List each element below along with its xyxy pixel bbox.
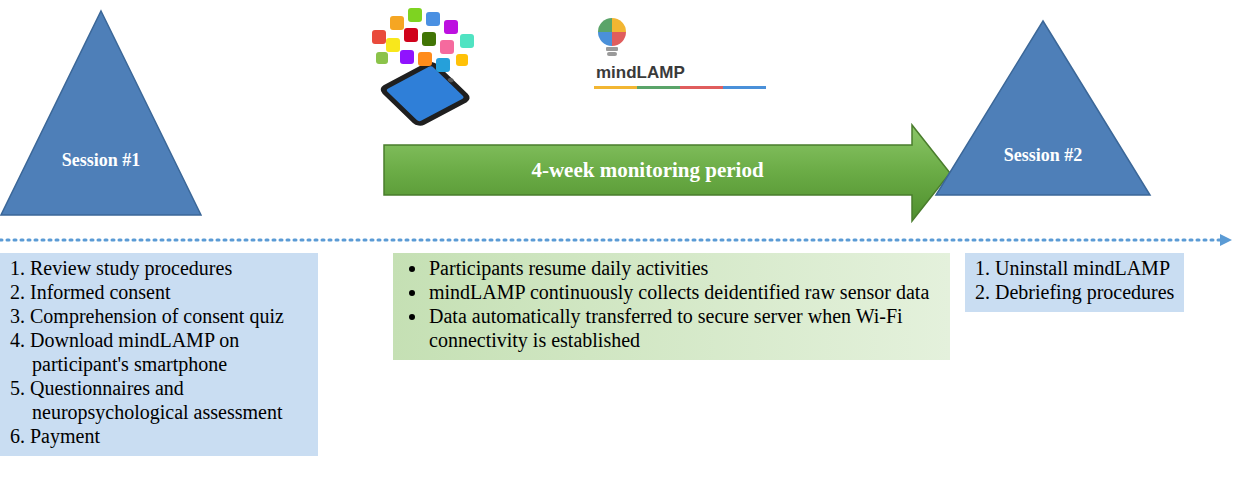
list-item: 6. Payment bbox=[10, 424, 308, 448]
bullet-text: Participants resume daily activities bbox=[429, 256, 708, 280]
list-item: 3. Comprehension of consent quiz bbox=[10, 304, 308, 328]
text-group: 4-week monitoring period bbox=[383, 145, 912, 195]
app-icon bbox=[390, 16, 404, 30]
bulb-quadrant bbox=[598, 32, 612, 46]
session-triangle: Session #2 bbox=[935, 20, 1151, 196]
bullet-text: Data automatically transferred to secure… bbox=[429, 304, 940, 352]
node-outline bbox=[935, 20, 1151, 196]
app-icon bbox=[440, 40, 454, 54]
app-icon bbox=[456, 54, 468, 66]
bulb-base bbox=[607, 52, 617, 56]
arrowhead bbox=[1220, 234, 1232, 246]
dotted-line bbox=[0, 239, 1222, 242]
app-icon bbox=[404, 28, 418, 42]
arrow-shape bbox=[384, 125, 950, 221]
list-item: 1. Uninstall mindLAMP bbox=[975, 256, 1174, 280]
list-item: 2. Informed consent bbox=[10, 280, 308, 304]
text-group: Session #2 bbox=[935, 144, 1151, 166]
triangle-shape bbox=[936, 21, 1150, 195]
app-icon bbox=[408, 8, 422, 22]
logo-underline bbox=[637, 86, 680, 89]
logo-text: mindLAMP bbox=[596, 63, 685, 83]
bullet-item: mindLAMP continuously collects deidentif… bbox=[405, 280, 940, 304]
session-label: Session #1 bbox=[0, 149, 202, 171]
phone-body bbox=[377, 59, 473, 128]
text-group: Participants resume daily activitiesmind… bbox=[405, 256, 940, 352]
text-group: 1. Uninstall mindLAMP2. Debriefing proce… bbox=[975, 256, 1174, 304]
bullet-text: mindLAMP continuously collects deidentif… bbox=[429, 280, 929, 304]
app-icon bbox=[400, 50, 414, 64]
bullet-item: Data automatically transferred to secure… bbox=[405, 304, 940, 352]
bulb-quadrant bbox=[612, 32, 626, 46]
mindlamp-logo bbox=[594, 18, 766, 89]
phone-case bbox=[377, 59, 473, 128]
logo-underline bbox=[680, 86, 723, 89]
bulb-base bbox=[606, 47, 618, 51]
monitoring-notes-box: Participants resume daily activitiesmind… bbox=[393, 253, 950, 360]
bullet-dot bbox=[409, 266, 415, 272]
bulb-quadrant bbox=[598, 18, 612, 32]
phone-screen bbox=[386, 65, 465, 122]
procedure-list-box: 1. Review study procedures2. Informed co… bbox=[0, 253, 318, 456]
bullet-dot bbox=[409, 290, 415, 296]
app-icon bbox=[372, 30, 386, 44]
bullet-item: Participants resume daily activities bbox=[405, 256, 940, 280]
list-item: 2. Debriefing procedures bbox=[975, 280, 1174, 304]
logo-underline bbox=[723, 86, 766, 89]
session-triangle: Session #1 bbox=[0, 10, 202, 216]
app-icon bbox=[418, 52, 432, 66]
app-icon bbox=[444, 20, 458, 34]
smartphone-illustration bbox=[372, 8, 474, 128]
bullet-dot bbox=[409, 314, 415, 320]
logo-underline bbox=[594, 86, 637, 89]
app-icon bbox=[460, 34, 474, 48]
app-icon bbox=[426, 12, 440, 26]
text-group: 1. Review study procedures2. Informed co… bbox=[10, 256, 308, 448]
app-icons bbox=[372, 8, 474, 72]
session-label: 4-week monitoring period bbox=[531, 157, 763, 183]
triangle-shape bbox=[1, 11, 201, 215]
phone-button bbox=[447, 77, 455, 83]
app-icon bbox=[376, 52, 388, 64]
list-item: 5. Questionnaires and neuropsychological… bbox=[10, 376, 308, 424]
bulb-quadrant bbox=[612, 18, 626, 32]
app-icon bbox=[386, 38, 400, 52]
app-icon bbox=[422, 32, 436, 46]
session-label: Session #2 bbox=[935, 144, 1151, 166]
timeline-dotted-arrow bbox=[0, 234, 1232, 246]
text-group: Session #1 bbox=[0, 149, 202, 171]
list-item: 4. Download mindLAMP on participant's sm… bbox=[10, 328, 308, 376]
list-item: 1. Review study procedures bbox=[10, 256, 308, 280]
procedure-list-box: 1. Uninstall mindLAMP2. Debriefing proce… bbox=[965, 253, 1184, 312]
node-outline bbox=[0, 10, 202, 216]
app-icon bbox=[436, 58, 450, 72]
monitoring-arrow: 4-week monitoring period bbox=[383, 124, 951, 222]
